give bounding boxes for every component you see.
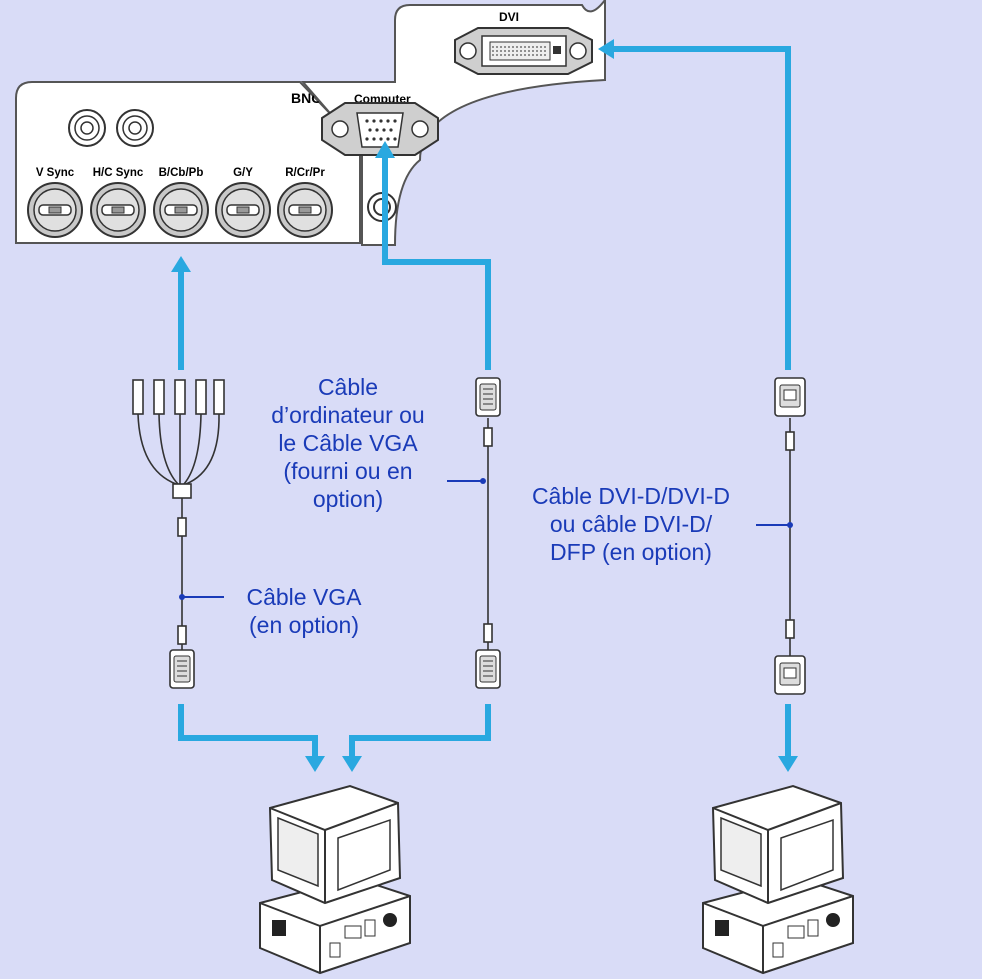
bnc-port-label: R/Cr/Pr [285,167,325,179]
computer-cable [447,418,493,650]
dvi-cable-label: Câble DVI-D/DVI-D ou câble DVI-D/ DFP (e… [508,482,754,566]
bnc-port-label: G/Y [233,167,253,179]
bnc-port-hc-sync[interactable] [90,182,146,238]
arrow-from-computer-cable-to-computer [349,704,491,758]
bnc-port-g-y[interactable] [215,182,271,238]
vga-plug-left [169,649,195,689]
bnc-port-label: H/C Sync [93,167,144,179]
vga-cable-label: Câble VGA (en option) [226,583,382,639]
bnc-port-r-cr-pr[interactable] [277,182,333,238]
connection-arrows [178,46,791,758]
dvi-plug-bottom [774,655,806,695]
vga-cable-label-line: (en option) [249,612,359,638]
computer-cable-label-line: Câble [317,374,379,400]
dvi-port-title: DVI [499,10,519,24]
computer-cable-label: Câble d’ordinateur ou le Câble VGA (four… [250,373,446,513]
computer-cable-label-line: (fourni ou en [283,458,413,484]
bnc-port-b-cb-pb[interactable] [153,182,209,238]
dvi-cable [756,418,795,656]
arrow-to-dvi-port [612,46,791,370]
bnc-port-label: V Sync [36,167,75,179]
dvi-cable-label-line: Câble DVI-D/DVI-D [531,483,731,509]
bnc-port-label: B/Cb/Pb [159,167,204,179]
computer-cable-label-line: d’ordinateur ou [271,402,425,428]
computer-dvi-panel: Computer DVI [300,0,606,246]
computer-right-icon [702,785,854,974]
computer-left-icon [259,785,411,974]
computer-vga-port[interactable] [321,102,439,156]
arrowheads [171,39,798,772]
arrow-from-vga-cable-to-computer [178,704,318,758]
dvi-plug-top [774,377,806,417]
vga-cable-label-line: Câble VGA [246,584,362,610]
computer-cable-label-line: le Câble VGA [278,430,418,456]
vga-plug-middle-bottom [475,649,501,689]
bnc-port-v-sync[interactable] [27,182,83,238]
dvi-port[interactable] [454,27,593,75]
dvi-cable-label-line: DFP (en option) [550,539,712,565]
bnc-double-jack-icon [68,109,154,147]
dvi-cable-label-line: ou câble DVI-D/ [549,511,713,537]
arrow-to-computer-port [382,155,491,370]
vga-plug-middle-top [475,377,501,417]
bnc-to-vga-cable [132,379,225,650]
computer-cable-label-line: option) [312,486,384,512]
